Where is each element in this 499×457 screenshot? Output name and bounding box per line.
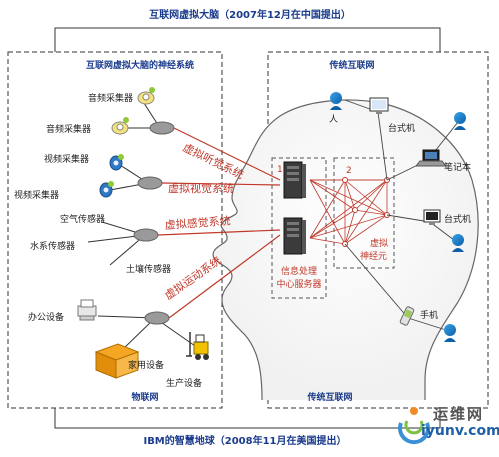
watermark-url: iyunv.com [421, 423, 499, 439]
system-motion-label: 虚拟运动系统 [162, 253, 224, 302]
neuron-label-line2: 神经元 [360, 250, 387, 262]
device-video-2-label: 视频采集器 [14, 189, 59, 201]
neuron-box-number: 2 [346, 166, 352, 176]
title-bottom: IBM的智慧地球（2008年11月在美国提出） [143, 434, 346, 447]
head-silhouette [212, 99, 479, 401]
server-icon [283, 217, 306, 255]
phone-label: 手机 [420, 309, 438, 321]
device-video-1-label: 视频采集器 [44, 153, 89, 165]
device-production-label: 生产设备 [166, 377, 202, 389]
desktop-2-label: 台式机 [444, 213, 471, 225]
hub-environment [133, 228, 159, 242]
desktop-1-label: 台式机 [388, 122, 415, 134]
server-icon [283, 161, 306, 199]
audio-collector-icon [137, 87, 155, 105]
server-label-line1: 信息处理 [281, 265, 317, 277]
system-links [157, 127, 281, 319]
person-label: 人 [329, 114, 338, 125]
neuron-mesh [309, 179, 388, 245]
watermark: 运维网 iyunv.com [393, 401, 499, 451]
neuron-box [333, 157, 395, 269]
server-box [271, 157, 327, 299]
camera-icon [109, 154, 124, 171]
person-icon [330, 92, 342, 110]
device-home-label: 家用设备 [128, 359, 164, 371]
home-appliance-icon [94, 343, 140, 379]
hub-video [137, 176, 163, 190]
system-hearing-label: 虚拟听觉系统 [181, 140, 246, 182]
right-panel-header: 传统互联网 [328, 59, 374, 71]
system-sensation-label: 虚拟感觉系统 [164, 213, 231, 232]
person-icon [454, 112, 466, 130]
device-office-label: 办公设备 [28, 311, 64, 323]
forklift-icon [186, 332, 209, 360]
desktop-computer-icon [423, 209, 441, 225]
neuron-label-line1: 虚拟 [370, 237, 388, 249]
laptop-icon [414, 149, 448, 167]
left-panel [7, 51, 223, 409]
device-audio-2-label: 音频采集器 [46, 123, 91, 135]
hub-equipment [144, 311, 170, 325]
title-bracket-top [54, 27, 441, 52]
camera-icon [99, 181, 114, 198]
server-label-line2: 中心服务器 [276, 278, 321, 290]
device-soil-label: 土壤传感器 [126, 263, 171, 275]
device-audio-1-label: 音频采集器 [88, 92, 133, 104]
left-panel-header: 互联网虚拟大脑的神经系统 [86, 59, 194, 71]
laptop-label: 笔记本 [444, 161, 471, 173]
right-panel-footer: 传统互联网 [306, 391, 352, 403]
desktop-computer-icon [369, 97, 389, 114]
neuron-nodes [342, 177, 390, 247]
device-water-label: 水系传感器 [30, 240, 75, 252]
audio-collector-icon [111, 117, 129, 135]
mobile-phone-icon [399, 306, 415, 326]
watermark-logo-icon [398, 407, 430, 445]
printer-icon [77, 299, 97, 321]
system-vision-label: 虚拟视觉系统 [168, 181, 234, 195]
server-box-number: 1 [277, 165, 283, 175]
device-air-label: 空气传感器 [60, 213, 105, 225]
left-panel-footer: 物联网 [131, 391, 158, 403]
hub-audio [149, 121, 175, 135]
person-icon [444, 324, 456, 342]
title-bracket-bottom [54, 408, 441, 429]
title-top: 互联网虚拟大脑（2007年12月在中国提出） [149, 8, 351, 21]
watermark-name: 运维网 [433, 405, 485, 423]
person-icon [452, 234, 464, 252]
